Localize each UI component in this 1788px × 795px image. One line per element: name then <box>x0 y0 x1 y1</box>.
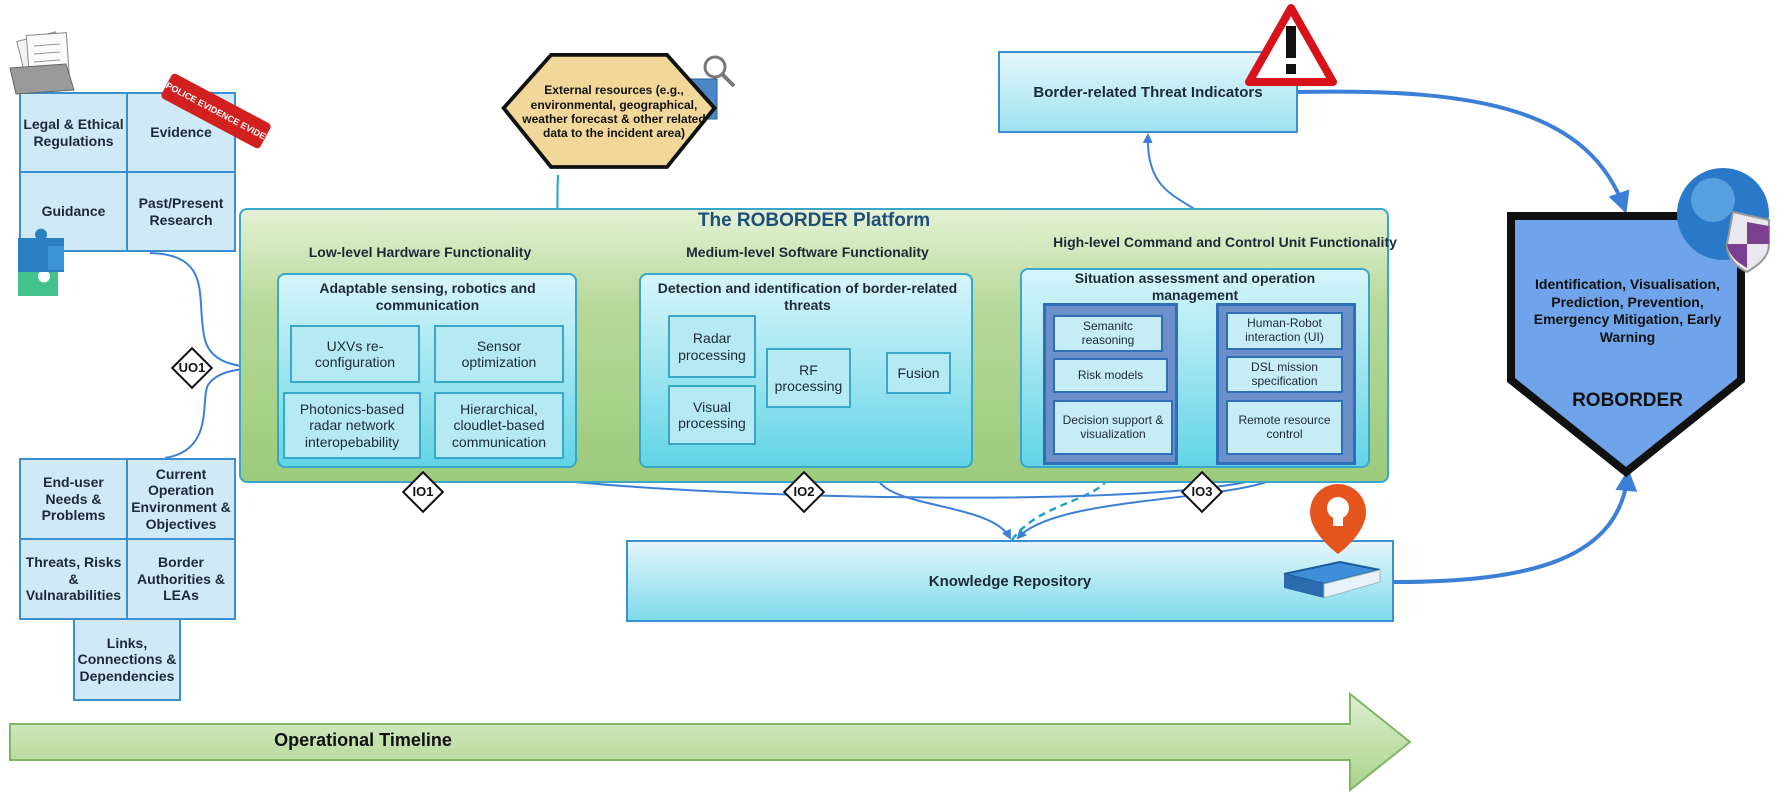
legal-ethical-cell: Legal & Ethical Regulations <box>19 92 128 173</box>
folder-documents-icon <box>9 31 75 95</box>
risk-models-box: Risk models <box>1053 358 1168 393</box>
arrow-indicators-to-roborder <box>1297 89 1630 214</box>
io2-label: IO2 <box>793 484 815 499</box>
fusion-box: Fusion <box>886 352 951 394</box>
globe-shield-icon <box>1677 168 1770 274</box>
medium-level-title: Medium-level Software Functionality <box>686 244 929 260</box>
io3-label: IO3 <box>1191 484 1213 499</box>
photonics-radar-box: Photonics-based radar network interopeba… <box>283 392 421 459</box>
uxvs-reconfiguration-box: UXVs re-configuration <box>290 325 420 383</box>
roborder-label: ROBORDER <box>1572 390 1683 411</box>
platform-title: The ROBORDER Platform <box>697 210 931 231</box>
medium-level-panel-title: Detection and identification of border-r… <box>657 280 958 313</box>
current-environment-cell: Current Operation Environment & Objectiv… <box>126 458 236 540</box>
border-authorities-cell: Border Authorities & LEAs <box>126 538 236 620</box>
dsl-mission-box: DSL mission specification <box>1226 356 1343 393</box>
external-resources-text: External resources (e.g., environmental,… <box>522 83 706 141</box>
timeline-arrow <box>9 691 1412 793</box>
knowledge-repository-box: Knowledge Repository <box>626 540 1394 622</box>
io1-label: IO1 <box>412 484 434 499</box>
remote-resource-control-box: Remote resource control <box>1226 400 1343 455</box>
high-level-title: High-level Command and Control Unit Func… <box>1053 234 1397 250</box>
timeline-label: Operational Timeline <box>274 730 452 750</box>
puzzle-icon <box>18 228 64 296</box>
links-dependencies-cell: Links, Connections & Dependencies <box>73 618 181 701</box>
external-resources-hexagon <box>501 53 718 169</box>
semantic-reasoning-box: Semanitc reasoning <box>1053 315 1163 352</box>
rf-processing-box: RF processing <box>766 348 851 408</box>
magnifier-icon <box>703 55 736 88</box>
warning-icon <box>1245 4 1337 86</box>
low-level-title: Low-level Hardware Functionality <box>308 244 532 260</box>
book-lightbulb-icon <box>1283 484 1381 599</box>
research-cell: Past/Present Research <box>126 171 236 252</box>
arrow-repository-to-roborder <box>1392 469 1638 584</box>
human-robot-interaction-box: Human-Robot interaction (UI) <box>1226 312 1343 350</box>
threat-indicators-box: Border-related Threat Indicators <box>998 51 1298 133</box>
uo1-label: UO1 <box>178 360 206 375</box>
decision-support-box: Decision support & visualization <box>1053 400 1173 455</box>
radar-processing-box: Radar processing <box>668 315 756 378</box>
low-level-panel-title: Adaptable sensing, robotics and communic… <box>319 280 536 313</box>
threats-risks-cell: Threats, Risks & Vulnarabilities <box>19 538 128 620</box>
end-user-needs-cell: End-user Needs & Problems <box>19 458 128 540</box>
high-level-panel-title: Situation assessment and operation manag… <box>1074 270 1316 303</box>
visual-processing-box: Visual processing <box>668 385 756 445</box>
hierarchical-communication-box: Hierarchical, cloudlet-based communicati… <box>434 392 564 459</box>
roborder-outputs-text: Identification, Visualisation, Predictio… <box>1533 276 1722 345</box>
sensor-optimization-box: Sensor optimization <box>434 325 564 383</box>
